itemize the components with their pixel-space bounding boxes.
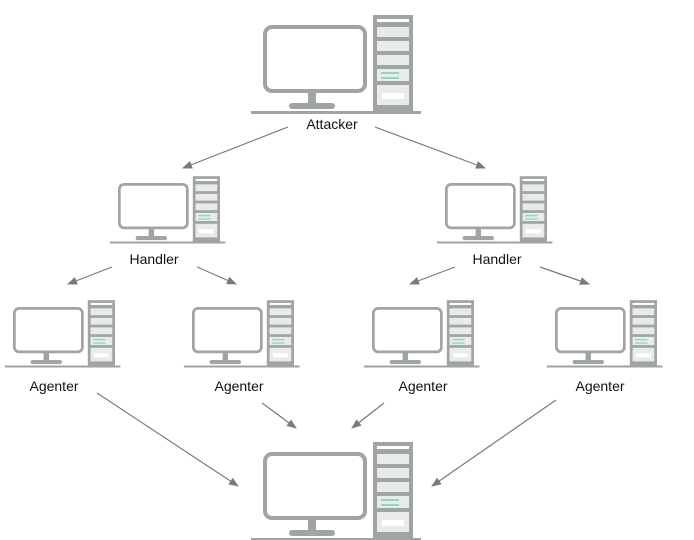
handler-right-label: Handler [472,251,522,267]
arrow-handler-left-to-agent-1 [67,266,113,285]
arrow-agent-3-to-target [351,402,385,429]
agent-1-computer-icon [3,298,122,369]
handler-left-computer-icon [108,174,227,245]
arrow-handler-left-to-agent-2 [196,266,237,285]
arrow-agent-2-to-target [261,402,297,429]
arrow-handler-right-to-agent-3 [409,266,456,285]
arrow-attacker-to-handler-left [182,126,289,169]
arrow-attacker-to-handler-right [374,126,486,169]
target-computer-icon [249,440,423,540]
handler-left-label: Handler [129,251,179,267]
arrow-agent-1-to-target [96,392,239,487]
agent-2-label: Agenter [214,378,264,394]
arrow-handler-right-to-agent-4 [539,266,590,285]
attacker-label: Attacker [306,116,358,132]
attacker-computer-icon [249,13,423,116]
agent-3-label: Agenter [398,378,448,394]
agent-4-label: Agenter [575,378,625,394]
agent-3-computer-icon [362,298,481,369]
arrow-agent-4-to-target [431,399,557,487]
agent-4-computer-icon [545,298,664,369]
handler-right-computer-icon [435,174,554,245]
agent-1-label: Agenter [29,378,79,394]
agent-2-computer-icon [182,298,301,369]
